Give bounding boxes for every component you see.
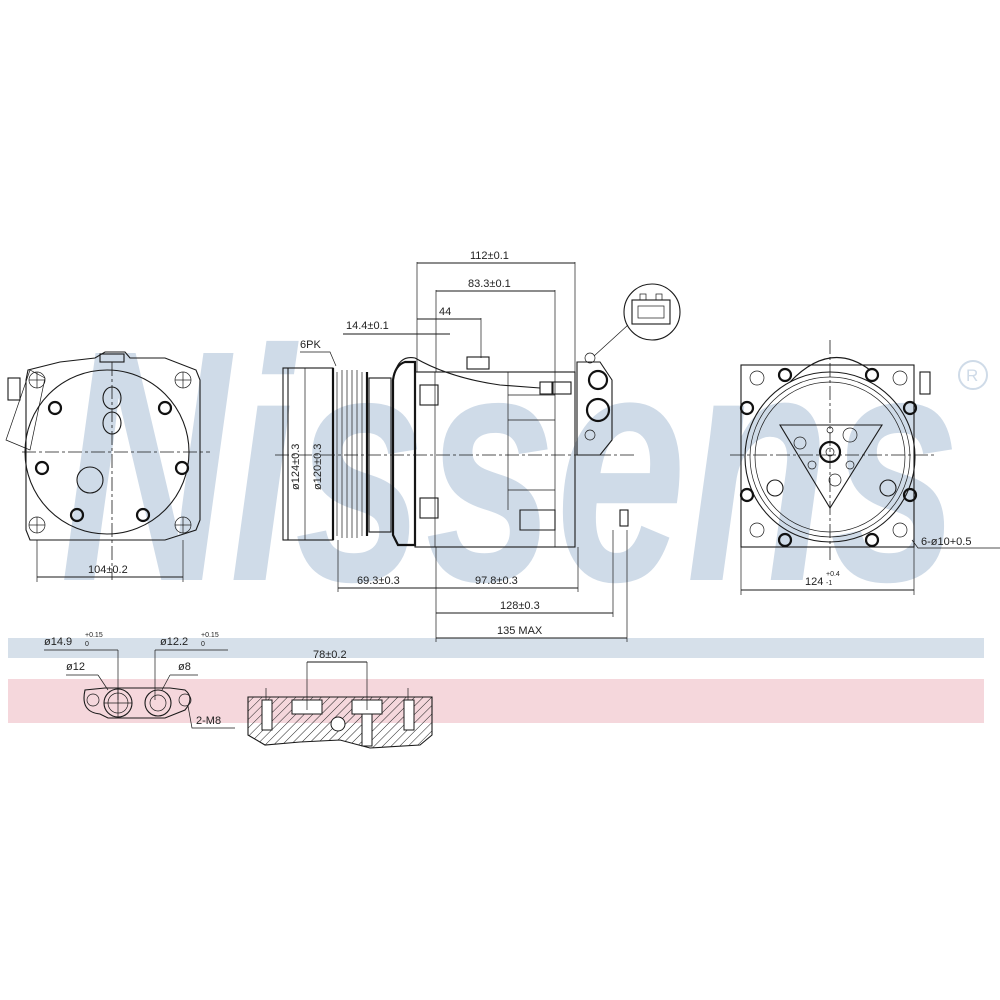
dim-14-4: 14.4±0.1 <box>346 320 389 332</box>
dim-port2-tol-lower: 0 <box>201 641 205 648</box>
dim-83-3: 83.3±0.1 <box>468 278 511 290</box>
dim-pulley-outer-dia: ø124±0.3 <box>290 444 302 490</box>
connector-detail <box>593 283 681 357</box>
dim-97-8: 97.8±0.3 <box>475 575 518 587</box>
belt-type-label: 6PK <box>300 339 321 351</box>
front-view: 104±0.2 <box>5 351 210 582</box>
dim-port1-tol-lower: 0 <box>85 641 89 648</box>
watermark-band-blue <box>8 638 984 658</box>
svg-text:R: R <box>966 366 978 385</box>
dim-69-3: 69.3±0.3 <box>357 575 400 587</box>
dim-44: 44 <box>439 306 451 318</box>
dim-port2-inner: ø8 <box>178 661 191 673</box>
dim-front-width: 104±0.2 <box>88 564 128 576</box>
dim-threads: 2-M8 <box>196 715 221 727</box>
dim-port-spacing: 78±0.2 <box>313 649 347 661</box>
side-view: 112±0.1 83.3±0.1 44 14.4±0.1 6PK ø124±0.… <box>275 250 635 642</box>
dim-112: 112±0.1 <box>470 250 509 262</box>
dim-port2-tol-upper: +0.15 <box>201 632 219 639</box>
section-detail: 78±0.2 <box>247 649 433 749</box>
dim-port2-outer: ø12.2 <box>160 636 188 648</box>
dim-port1-tol-upper: +0.15 <box>85 632 103 639</box>
dim-clutch-width: 124 <box>805 576 823 588</box>
dim-clutch-tol-lower: -1 <box>826 580 832 587</box>
clutch-view: 124 +0.4 -1 6-ø10+0.5 <box>730 340 1000 595</box>
dim-pulley-inner-dia: ø120±0.3 <box>312 444 324 490</box>
dim-port1-outer: ø14.9 <box>44 636 72 648</box>
registered-mark-icon <box>958 360 988 390</box>
watermark-logo: Nissens R <box>60 281 988 650</box>
dim-128: 128±0.3 <box>500 600 540 612</box>
dim-clutch-tol-upper: +0.4 <box>826 571 840 578</box>
port-detail: ø14.9 +0.15 0 ø12.2 +0.15 0 ø12 ø8 2-M8 <box>44 632 235 729</box>
dim-clutch-holes: 6-ø10+0.5 <box>921 536 971 548</box>
dim-135-max: 135 MAX <box>497 625 543 637</box>
watermark-brand-text: Nissens <box>60 281 960 650</box>
watermark-band-pink <box>8 679 984 723</box>
dim-port1-inner: ø12 <box>66 661 85 673</box>
